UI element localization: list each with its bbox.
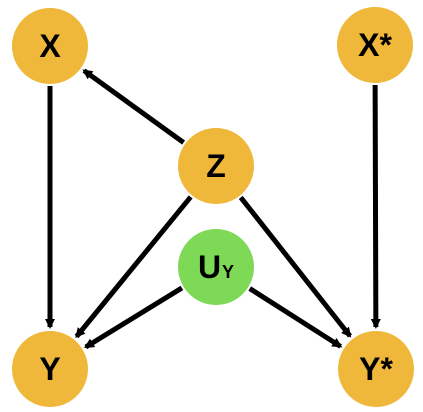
edge-z-to-x (82, 68, 186, 145)
edge-z-to-y (74, 195, 193, 339)
edge-u-y-to-y (84, 285, 184, 350)
node-z: Z (178, 128, 254, 204)
node-x: X (12, 8, 88, 84)
node-y: Y (12, 331, 88, 407)
node-u-y-label: U (197, 249, 222, 285)
edge-x-star-to-y-star (370, 84, 381, 330)
edge-z-to-y-star (238, 195, 352, 338)
node-z-label: Z (206, 148, 226, 184)
edge-group (45, 68, 381, 350)
node-u-y-subscript: Y (222, 262, 235, 282)
node-y-star: Y* (338, 331, 414, 407)
node-x-star-label: X* (358, 27, 392, 63)
edge-u-y-to-y-star (248, 286, 343, 349)
node-y-star-label: Y* (359, 351, 393, 387)
node-x-label: X (39, 28, 61, 64)
node-x-star: X* (337, 7, 413, 83)
node-y-label: Y (39, 351, 61, 387)
